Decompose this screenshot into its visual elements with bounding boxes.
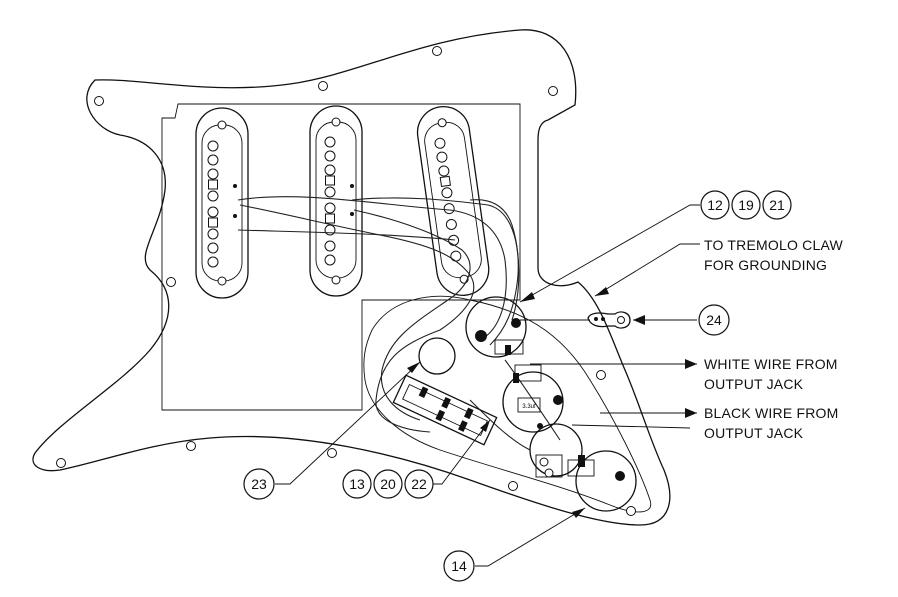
callout-12: 12 xyxy=(700,190,730,220)
capacitor-marking: 3.3uf xyxy=(522,404,536,410)
leader-lines xyxy=(275,204,700,567)
white-wire-label-line2: OUTPUT JACK xyxy=(704,376,804,392)
callout-21: 21 xyxy=(762,190,792,220)
callout-23: 23 xyxy=(243,468,275,500)
callout-13: 13 xyxy=(342,469,372,499)
svg-text:24: 24 xyxy=(706,312,722,328)
callout-19: 19 xyxy=(731,190,761,220)
callout-24: 24 xyxy=(698,304,730,336)
svg-text:20: 20 xyxy=(380,476,396,492)
svg-text:22: 22 xyxy=(411,476,427,492)
tone-pot-1: 3.3uf xyxy=(502,364,564,433)
svg-text:19: 19 xyxy=(738,197,754,213)
volume-pot xyxy=(465,296,527,358)
pickguard-outline xyxy=(32,29,671,526)
svg-text:12: 12 xyxy=(707,197,723,213)
svg-text:14: 14 xyxy=(451,558,467,574)
selector-switch xyxy=(392,374,498,446)
callout-20: 20 xyxy=(373,469,403,499)
black-wire-label-line1: BLACK WIRE FROM xyxy=(704,405,838,421)
output-jack xyxy=(418,337,456,375)
bridge-pickup xyxy=(416,106,490,296)
pickup-wires xyxy=(237,196,561,451)
tremolo-label-line1: TO TREMOLO CLAW xyxy=(704,237,843,253)
svg-text:23: 23 xyxy=(251,476,267,492)
neck-pickup xyxy=(195,107,249,299)
shield-outline xyxy=(161,103,521,411)
callout-22: 22 xyxy=(404,469,434,499)
white-wire-label-line1: WHITE WIRE FROM xyxy=(704,356,838,372)
svg-text:13: 13 xyxy=(349,476,365,492)
callout-14: 14 xyxy=(443,550,475,582)
control-cavity-outline xyxy=(363,295,652,513)
tremolo-label-line2: FOR GROUNDING xyxy=(704,257,827,273)
small-component xyxy=(529,423,583,478)
screw-holes xyxy=(56,46,636,516)
tone-pot-2 xyxy=(567,450,637,512)
middle-pickup xyxy=(309,105,363,297)
black-wire-label-line2: OUTPUT JACK xyxy=(704,425,804,441)
svg-text:21: 21 xyxy=(769,197,785,213)
ground-lug xyxy=(587,311,631,329)
